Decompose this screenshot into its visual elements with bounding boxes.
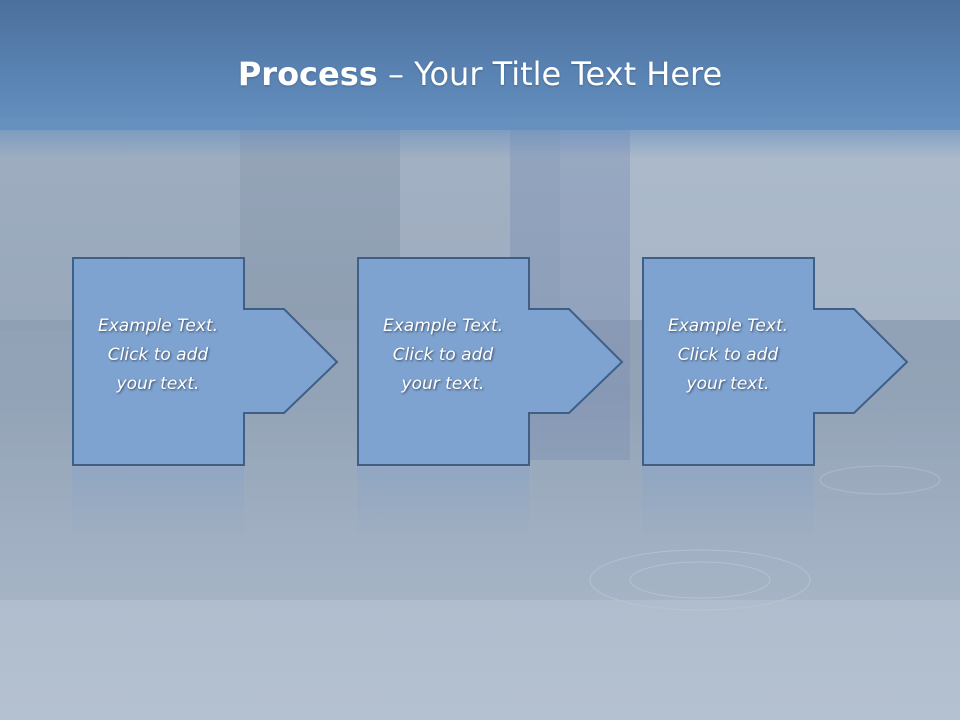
step-3-text[interactable]: Example Text. Click to add your text. — [642, 312, 814, 399]
step-3-reflection — [642, 467, 814, 537]
step-3-line-2: Click to add — [677, 345, 779, 365]
step-2-arrow-shape — [357, 257, 624, 466]
step-3-arrow-shape — [642, 257, 909, 466]
process-step-3[interactable]: Example Text. Click to add your text. — [642, 257, 910, 467]
step-1-text[interactable]: Example Text. Click to add your text. — [72, 312, 244, 399]
step-1-arrow-shape — [72, 257, 339, 466]
title-band — [0, 0, 960, 130]
slide-title[interactable]: Process – Your Title Text Here — [0, 52, 960, 96]
title-rest: Your Title Text Here — [414, 55, 723, 93]
step-2-reflection — [357, 467, 529, 537]
title-bold: Process — [237, 55, 378, 93]
step-1-line-2: Click to add — [107, 345, 209, 365]
step-2-line-1: Example Text. — [382, 316, 504, 336]
process-step-2[interactable]: Example Text. Click to add your text. — [357, 257, 625, 467]
title-fade — [0, 118, 960, 158]
title-dash: – — [377, 55, 415, 93]
step-3-line-1: Example Text. — [667, 316, 789, 336]
process-step-1[interactable]: Example Text. Click to add your text. — [72, 257, 340, 467]
step-3-line-3: your text. — [686, 374, 770, 394]
step-2-line-3: your text. — [401, 374, 485, 394]
step-2-text[interactable]: Example Text. Click to add your text. — [357, 312, 529, 399]
step-1-reflection — [72, 467, 244, 537]
step-1-line-3: your text. — [116, 374, 200, 394]
step-1-line-1: Example Text. — [97, 316, 219, 336]
step-2-line-2: Click to add — [392, 345, 494, 365]
